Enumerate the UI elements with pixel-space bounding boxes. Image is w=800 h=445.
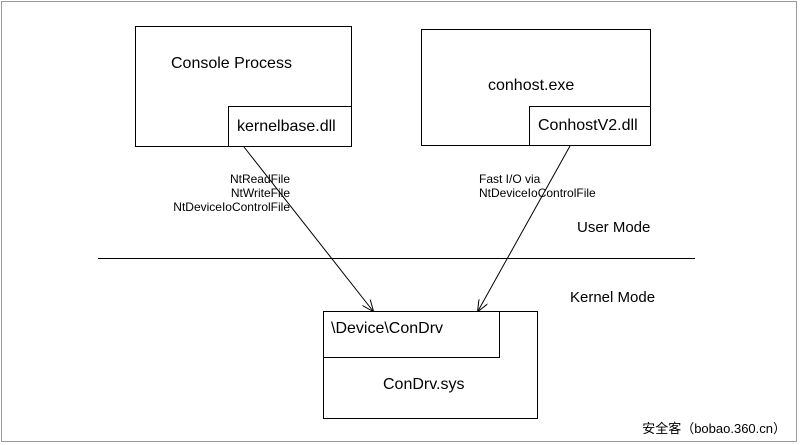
kernelbase-dll-label: kernelbase.dll (237, 118, 336, 135)
left-call-ntdeviceiocontrolfile: NtDeviceIoControlFile (173, 200, 290, 214)
user-kernel-divider (98, 258, 695, 259)
conhostv2-dll-label: ConhostV2.dll (538, 117, 638, 134)
conhostv2-dll-box: ConhostV2.dll (529, 106, 651, 146)
device-condrv-label: \Device\ConDrv (331, 320, 444, 337)
arrow-kernelbase-to-condrv (243, 146, 373, 311)
left-calls-list: NtReadFile NtWriteFile NtDeviceIoControl… (140, 172, 290, 214)
left-call-ntreadfile: NtReadFile (229, 172, 290, 186)
kernelbase-dll-box: kernelbase.dll (228, 106, 352, 147)
right-calls-list: Fast I/O via NtDeviceIoControlFile (479, 172, 596, 200)
conhost-title: conhost.exe (488, 77, 575, 94)
right-call-fast-io: Fast I/O via (479, 172, 541, 186)
watermark-text: 安全客（bobao.360.cn） (642, 421, 786, 436)
left-call-ntwritefile: NtWriteFile (230, 186, 290, 200)
console-process-title: Console Process (171, 55, 292, 72)
right-call-ntdeviceiocontrolfile: NtDeviceIoControlFile (479, 186, 596, 200)
user-mode-label: User Mode (577, 219, 651, 236)
kernel-mode-label: Kernel Mode (570, 289, 656, 306)
condrv-sys-label: ConDrv.sys (383, 376, 465, 393)
arrow-conhostv2-to-condrv (478, 145, 571, 311)
device-condrv-box: \Device\ConDrv (323, 311, 500, 358)
